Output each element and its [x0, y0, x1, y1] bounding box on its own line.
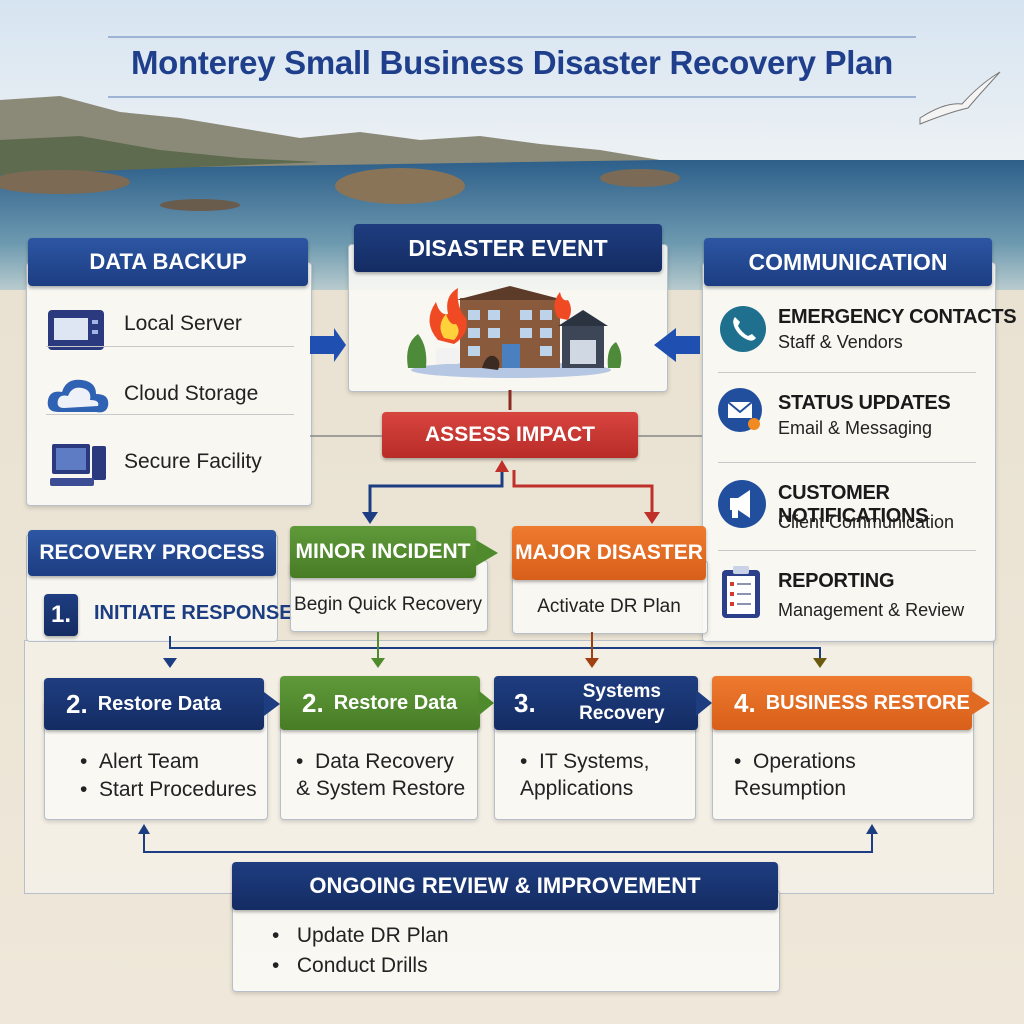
comm-sub-reporting: Management & Review [778, 600, 965, 620]
initiate-response-label: INITIATE RESPONSE [94, 602, 293, 624]
step-3-bullet-1: • IT Systems, Applications [520, 750, 650, 800]
step-arrow-tip [696, 690, 712, 716]
step-label: Restore Data [333, 691, 458, 714]
ongoing-bullet-2: • Conduct Drills [272, 954, 428, 977]
divider [718, 372, 976, 373]
step-number: 2. [302, 687, 324, 718]
minor-arrow-tip [476, 540, 498, 566]
megaphone-icon [716, 478, 768, 535]
comm-sub-customer-notifications: Client Communication [778, 512, 955, 532]
divider [718, 550, 976, 551]
step-4-bullet-1: • Operations Resumption [734, 750, 856, 800]
step-1-bullet-1: • Alert Team [80, 750, 200, 773]
cloud-icon [44, 374, 114, 423]
recovery-process-header: RECOVERY PROCESS [28, 530, 276, 576]
comm-sub-emergency-contacts: Staff & Vendors [778, 332, 903, 352]
comm-title-status-updates: STATUS UPDATES [778, 392, 951, 414]
step-arrow-tip [970, 690, 990, 716]
data-backup-header: DATA BACKUP [28, 238, 308, 286]
title-rule-top [108, 36, 916, 38]
bullet-text: Conduct Drills [296, 954, 428, 977]
bullet-text: Start Procedures [99, 778, 257, 801]
divider [718, 462, 976, 463]
bullet-text: Update DR Plan [296, 924, 449, 947]
phone-icon [718, 304, 768, 359]
step-label: Restore Data [97, 692, 222, 715]
step-label: Systems Recovery [579, 681, 665, 724]
step-number: 3. [514, 687, 536, 718]
communication-header: COMMUNICATION [704, 238, 992, 286]
computer-icon [50, 442, 110, 493]
minor-incident-header: MINOR INCIDENT [290, 526, 476, 578]
disaster-event-header: DISASTER EVENT [354, 224, 662, 272]
comm-sub-status-updates: Email & Messaging [778, 418, 933, 438]
minor-incident-body: Begin Quick Recovery [294, 594, 482, 615]
clipboard-icon [718, 564, 764, 625]
backup-item-local-server: Local Server [124, 312, 242, 335]
major-disaster-header: MAJOR DISASTER [512, 526, 706, 580]
email-icon [716, 386, 768, 443]
bullet-text: Alert Team [99, 750, 200, 773]
step-number: 2. [66, 688, 88, 719]
divider [46, 346, 294, 347]
bullet-text: Operations Resumption [734, 750, 856, 800]
backup-item-secure-facility: Secure Facility [124, 450, 262, 473]
step-number: 4. [734, 687, 756, 718]
ongoing-review-header: ONGOING REVIEW & IMPROVEMENT [232, 862, 778, 910]
comm-title-reporting: REPORTING [778, 570, 895, 592]
step-arrow-tip [478, 690, 494, 716]
comm-title-emergency-contacts: EMERGENCY CONTACTS [778, 306, 1017, 328]
assess-impact-box: ASSESS IMPACT [382, 412, 638, 458]
step-header-1: 2. Restore Data [44, 678, 264, 730]
ongoing-bullet-1: • Update DR Plan [272, 924, 449, 947]
page-title: Monterey Small Business Disaster Recover… [130, 44, 894, 81]
step-2-bullet-1: • Data Recovery & System Restore [296, 750, 466, 800]
bullet-text: Data Recovery & System Restore [296, 750, 466, 800]
step-header-4: 4. BUSINESS RESTORE [712, 676, 972, 730]
major-disaster-body: Activate DR Plan [537, 596, 681, 617]
step-arrow-tip [264, 692, 280, 716]
step-header-3: 3. Systems Recovery [494, 676, 698, 730]
backup-item-cloud-storage: Cloud Storage [124, 382, 259, 405]
divider [46, 414, 294, 415]
burning-building-icon [398, 284, 624, 387]
server-icon [46, 308, 108, 359]
step-1-bullet-2: • Start Procedures [80, 778, 257, 801]
bullet-text: IT Systems, Applications [520, 750, 650, 800]
step-label: BUSINESS RESTORE [765, 691, 970, 714]
title-rule-bottom [108, 96, 916, 98]
step-header-2: 2. Restore Data [280, 676, 480, 730]
comm-title-customer-notifications: CUSTOMER NOTIFICATIONS [778, 482, 929, 527]
step-number-1: 1. [44, 594, 78, 636]
